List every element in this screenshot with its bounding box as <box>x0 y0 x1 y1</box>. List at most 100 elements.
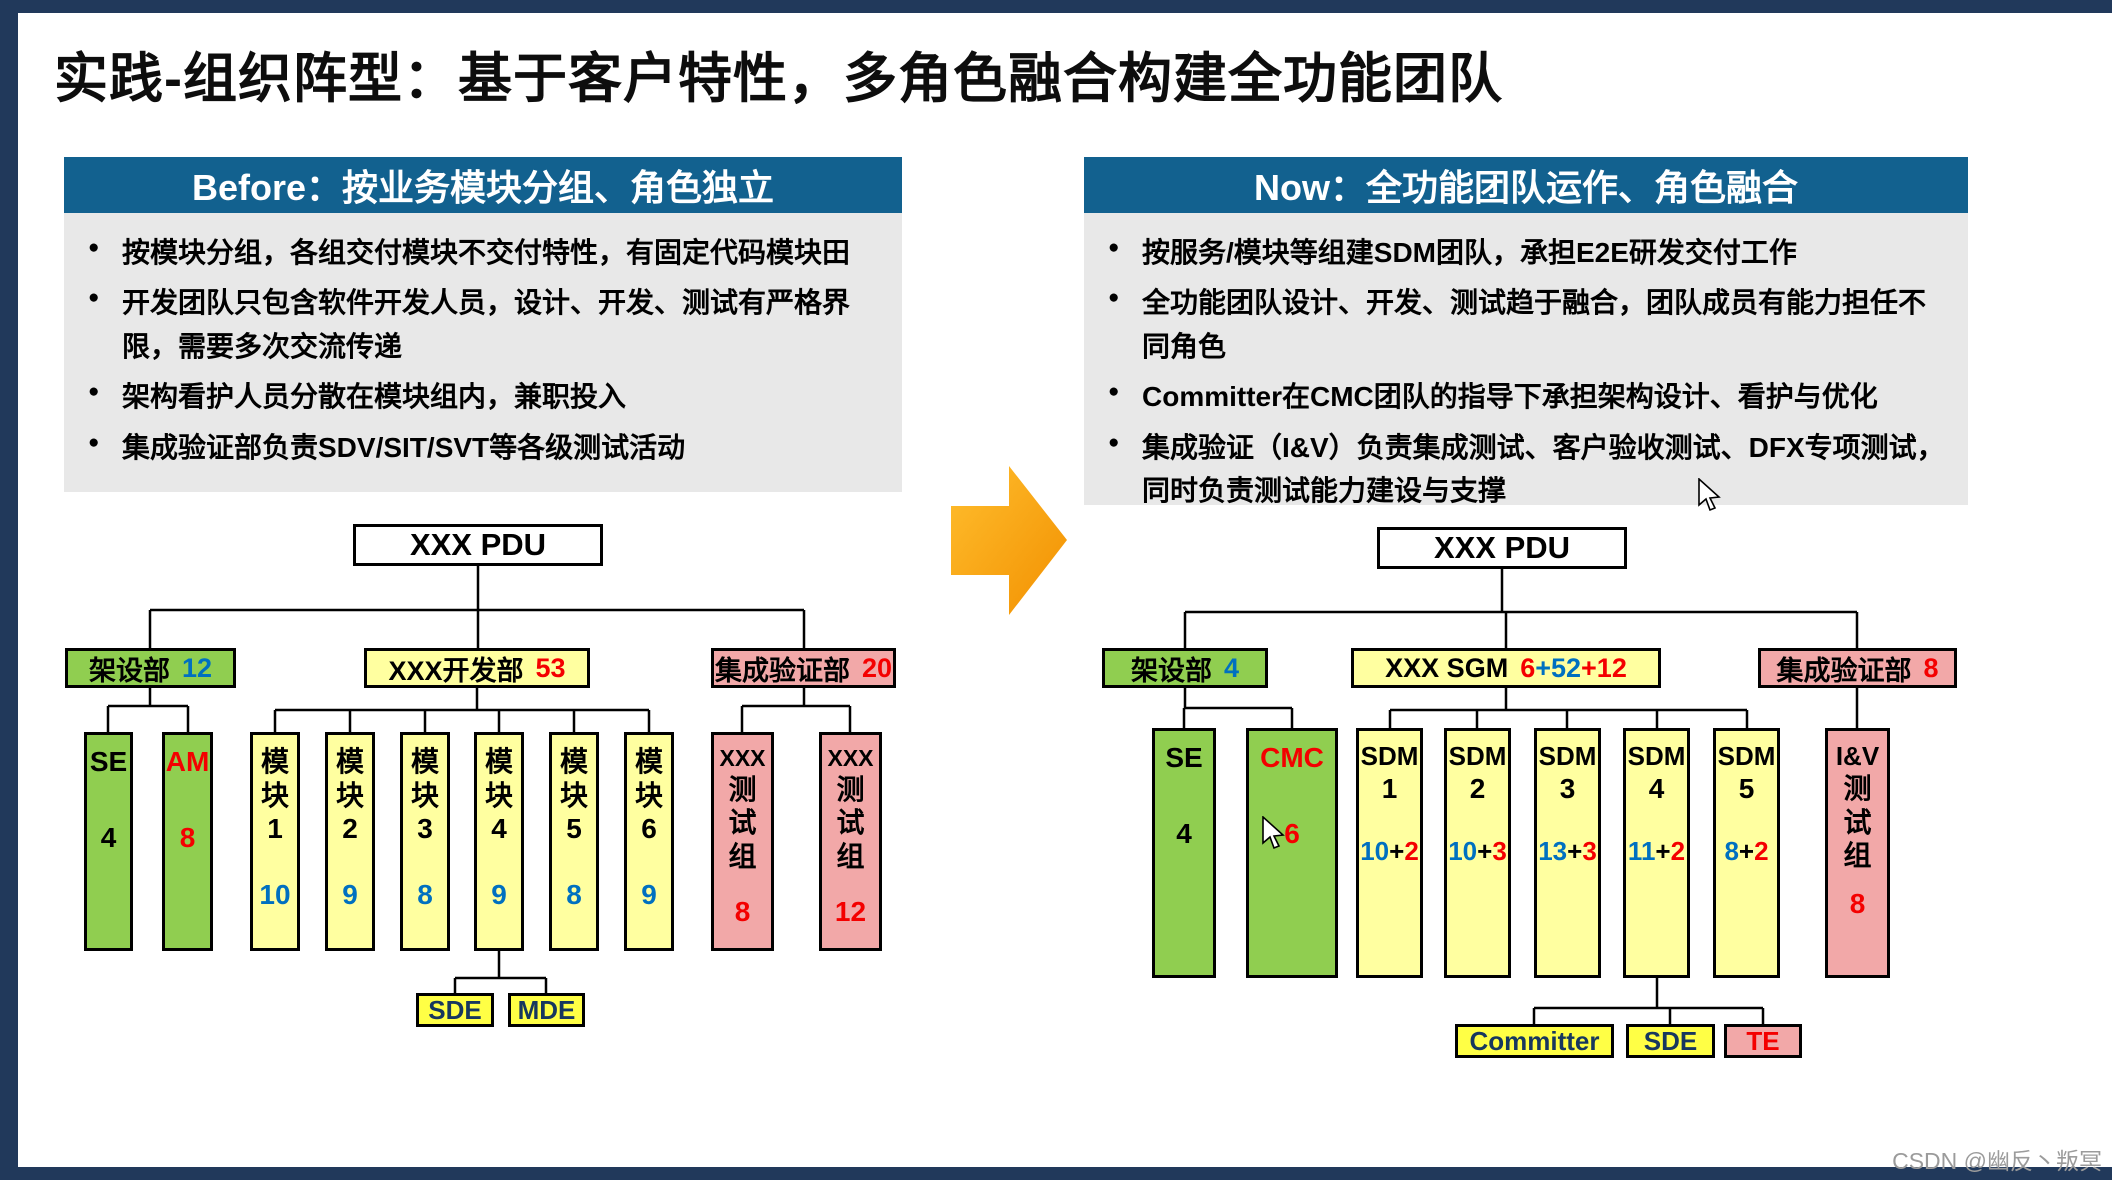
module-number: 1 <box>267 813 283 845</box>
before-bullet-3: 架构看护人员分散在模块组内，兼职投入 <box>86 375 882 418</box>
module-count: 8 <box>566 878 582 910</box>
module-box-5: 模块 5 8 <box>549 732 599 951</box>
dept-count-part3: +12 <box>1581 652 1627 683</box>
module-name: 模块 <box>634 746 663 811</box>
dept-label: 集成验证部 <box>1776 655 1912 686</box>
module-number: 6 <box>641 813 657 845</box>
dept-label: 集成验证部 <box>714 655 850 686</box>
dept-count: 12 <box>181 652 213 683</box>
now-panel-body: 按服务/模块等组建SDM团队，承担E2E研发交付工作 全功能团队设计、开发、测试… <box>1084 213 1968 506</box>
before-test-group-2: XXX 测试组 12 <box>819 732 882 951</box>
now-root-box: XXX PDU <box>1377 527 1627 569</box>
before-root-box: XXX PDU <box>353 524 603 566</box>
dept-count: 8 <box>1923 652 1939 683</box>
se-label: SE <box>89 746 128 777</box>
module-name: 模块 <box>335 746 364 811</box>
module-name: 模块 <box>484 746 513 811</box>
test-group-name: 测试组 <box>728 773 757 872</box>
cmc-label: CMC <box>1260 742 1324 773</box>
dept-count: 53 <box>535 652 566 683</box>
now-bullet-list: 按服务/模块等组建SDM团队，承担E2E研发交付工作 全功能团队设计、开发、测试… <box>1106 231 1948 512</box>
module-box-3: 模块 3 8 <box>400 732 450 951</box>
test-group-count: 12 <box>834 896 867 928</box>
now-iv-test-group: I&V 测试组 8 <box>1825 728 1890 978</box>
before-panel-header: Before：按业务模块分组、角色独立 <box>64 157 902 213</box>
before-mde-box: MDE <box>508 993 585 1027</box>
sdm-box-3: SDM 3 13+3 <box>1534 728 1601 978</box>
now-te-box: TE <box>1724 1024 1802 1058</box>
sdm-label: SDM <box>1448 741 1507 771</box>
sdm-count: 11+2 <box>1627 835 1686 866</box>
module-number: 3 <box>417 813 433 845</box>
before-bullet-2: 开发团队只包含软件开发人员，设计、开发、测试有严格界限，需要多次交流传递 <box>86 281 882 368</box>
se-label: SE <box>1165 742 1203 773</box>
now-bullet-1: 按服务/模块等组建SDM团队，承担E2E研发交付工作 <box>1106 231 1948 274</box>
dept-label: XXX开发部 <box>388 655 524 686</box>
slide-frame-left <box>0 0 18 1180</box>
slide-frame-top <box>0 0 2112 13</box>
iv-name: 测试组 <box>1843 773 1872 872</box>
dept-count: 20 <box>861 652 893 683</box>
sdm-box-5: SDM 5 8+2 <box>1713 728 1780 978</box>
module-count: 8 <box>417 878 433 910</box>
sdm-count: 13+3 <box>1538 835 1597 866</box>
before-sde-box: SDE <box>416 993 494 1027</box>
sdm-label: SDM <box>1538 741 1597 771</box>
module-count: 10 <box>259 878 291 910</box>
sdm-number: 5 <box>1738 773 1755 805</box>
am-count: 8 <box>179 821 196 853</box>
module-number: 4 <box>491 813 507 845</box>
iv-count: 8 <box>1849 887 1866 919</box>
module-count: 9 <box>641 878 657 910</box>
module-number: 2 <box>342 813 358 845</box>
sdm-box-4: SDM 4 11+2 <box>1623 728 1690 978</box>
module-box-4: 模块 4 9 <box>474 732 524 951</box>
se-count: 4 <box>100 821 117 853</box>
dept-count: 4 <box>1223 652 1240 683</box>
dept-count-part1: 6 <box>1520 652 1536 683</box>
sdm-box-2: SDM 2 10+3 <box>1444 728 1511 978</box>
now-dept-integration-verification: 集成验证部 8 <box>1758 648 1957 688</box>
dept-label: XXX SGM <box>1385 652 1509 683</box>
sdm-number: 4 <box>1648 773 1665 805</box>
before-bullet-4: 集成验证部负责SDV/SIT/SVT等各级测试活动 <box>86 426 882 469</box>
dept-count-part2: +52 <box>1535 652 1582 683</box>
module-box-6: 模块 6 9 <box>624 732 674 951</box>
now-dept-architecture: 架设部 4 <box>1102 648 1268 688</box>
now-se-box: SE 4 <box>1152 728 1216 978</box>
module-count: 9 <box>342 878 358 910</box>
module-name: 模块 <box>260 746 289 811</box>
sdm-count: 8+2 <box>1724 835 1769 866</box>
slide-frame-bottom <box>0 1167 2112 1180</box>
now-bullet-2: 全功能团队设计、开发、测试趋于融合，团队成员有能力担任不同角色 <box>1106 281 1948 368</box>
test-group-count: 8 <box>734 896 751 928</box>
before-am-box: AM 8 <box>162 732 213 951</box>
sdm-box-1: SDM 1 10+2 <box>1356 728 1423 978</box>
before-se-box: SE 4 <box>84 732 133 951</box>
now-bullet-4: 集成验证（I&V）负责集成测试、客户验收测试、DFX专项测试，同时负责测试能力建… <box>1106 426 1948 513</box>
now-committer-box: Committer <box>1455 1024 1614 1058</box>
sdm-number: 2 <box>1469 773 1486 805</box>
watermark: CSDN @幽反丶叛冥 <box>1892 1148 2102 1174</box>
before-bullet-1: 按模块分组，各组交付模块不交付特性，有固定代码模块田 <box>86 231 882 274</box>
sdm-label: SDM <box>1627 741 1686 771</box>
now-bullet-3: Committer在CMC团队的指导下承担架构设计、看护与优化 <box>1106 375 1948 418</box>
module-count: 9 <box>491 878 507 910</box>
before-dept-architecture: 架设部 12 <box>65 648 236 688</box>
sdm-label: SDM <box>1360 741 1419 771</box>
test-group-prefix: XXX <box>827 745 874 771</box>
se-count: 4 <box>1176 817 1192 849</box>
page-title: 实践-组织阵型：基于客户特性，多角色融合构建全功能团队 <box>54 49 1503 109</box>
before-bullet-list: 按模块分组，各组交付模块不交付特性，有固定代码模块田 开发团队只包含软件开发人员… <box>86 231 882 469</box>
before-dept-integration-verification: 集成验证部 20 <box>711 648 896 688</box>
now-cmc-box: CMC 6 <box>1246 728 1338 978</box>
sdm-number: 3 <box>1559 773 1576 805</box>
now-dept-sgm: XXX SGM 6 +52 +12 <box>1351 648 1661 688</box>
am-label: AM <box>165 746 210 777</box>
cmc-count: 6 <box>1284 817 1300 849</box>
sdm-count: 10+3 <box>1448 835 1507 866</box>
iv-label: I&V <box>1835 741 1880 771</box>
before-panel-body: 按模块分组，各组交付模块不交付特性，有固定代码模块田 开发团队只包含软件开发人员… <box>64 213 902 492</box>
sdm-label: SDM <box>1717 741 1776 771</box>
now-panel-header: Now：全功能团队运作、角色融合 <box>1084 157 1968 213</box>
